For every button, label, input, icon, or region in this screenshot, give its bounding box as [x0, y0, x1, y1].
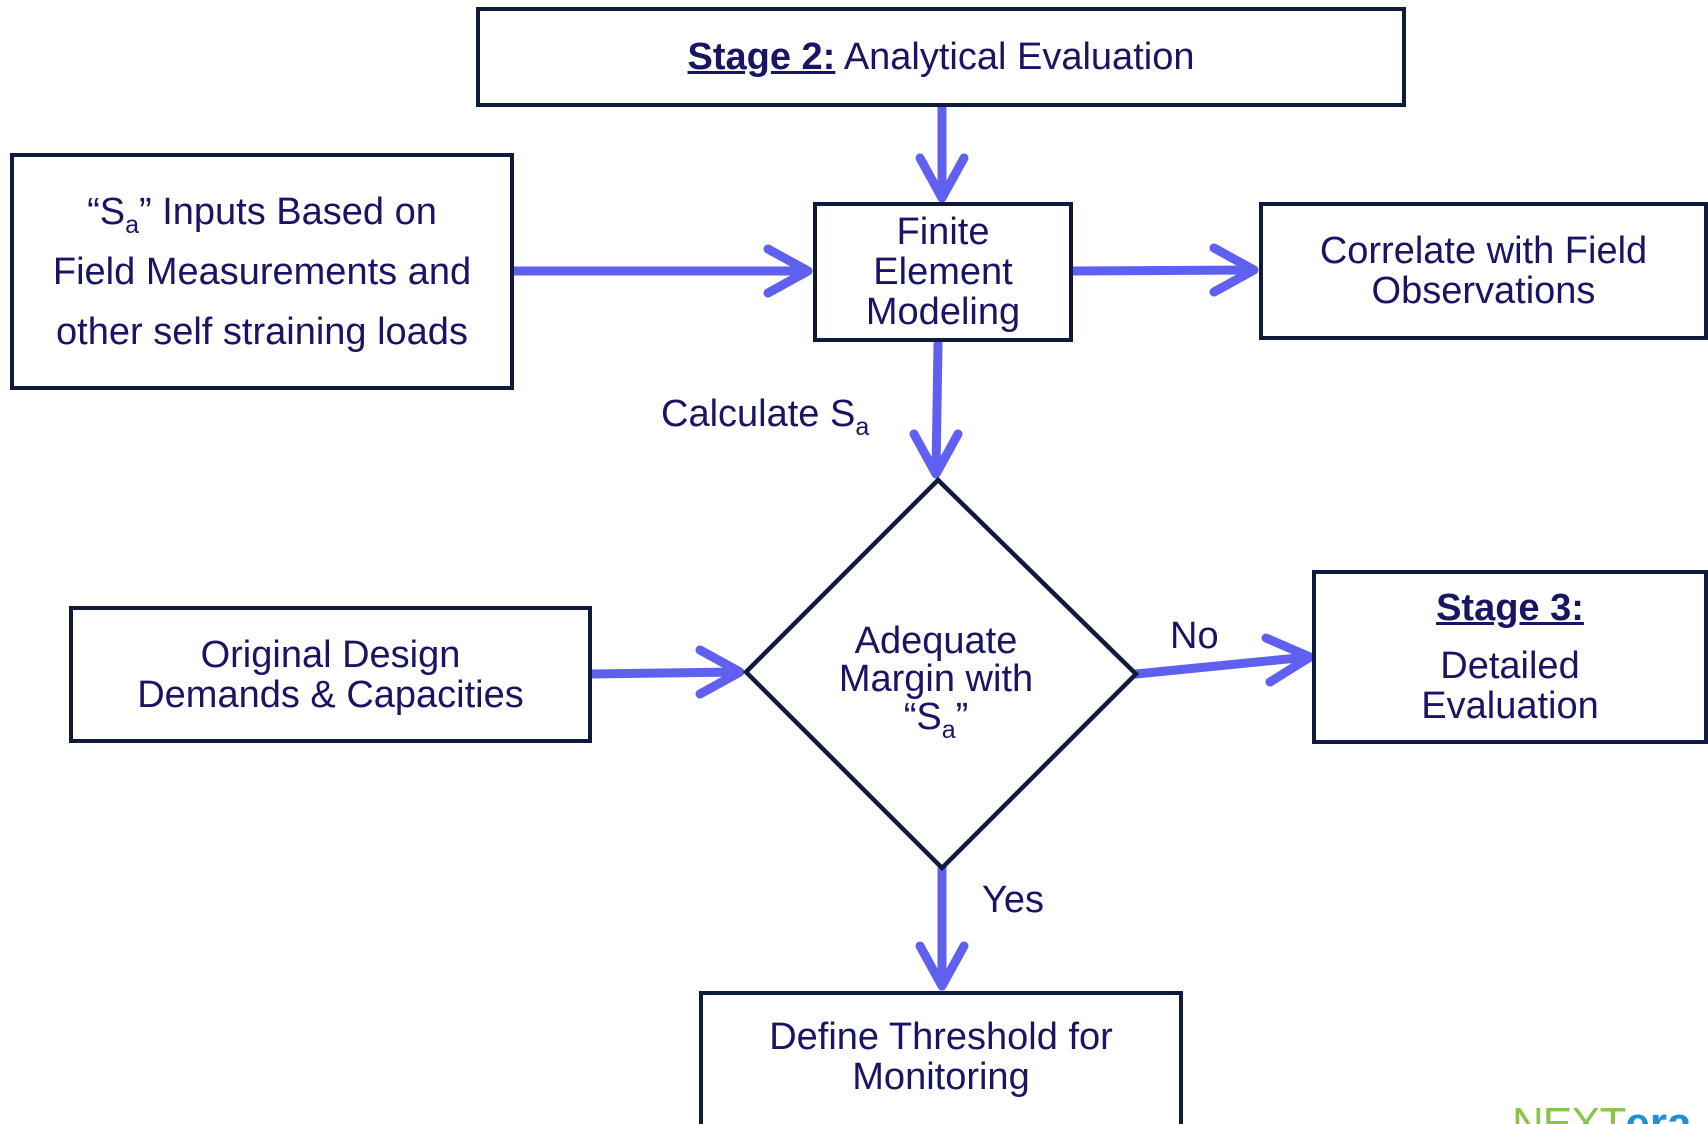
arrowhead-decision-to-stage3 — [1261, 633, 1315, 687]
fem-line2: Element — [873, 251, 1013, 293]
inputs-rest: ” Inputs Based on — [139, 190, 437, 233]
logo-part2: era — [1625, 1099, 1692, 1124]
original-box: Original Design Demands & Capacities — [69, 606, 592, 743]
stage3-label: Stage 3: — [1436, 587, 1584, 629]
decision-text: Adequate Margin with “Sa” — [786, 620, 1086, 743]
decision-quote-open: “S — [903, 696, 942, 738]
decision-quote-close: ” — [955, 696, 969, 738]
arrow-original-to-decision — [587, 667, 743, 679]
yes-label: Yes — [982, 879, 1044, 921]
calculate-sub: a — [855, 413, 870, 441]
inputs-line3: other self straining loads — [56, 310, 468, 353]
original-line1: Original Design — [200, 633, 461, 676]
calculate-text: Calculate S — [661, 393, 856, 435]
arrowhead-decision-to-threshold — [915, 941, 969, 991]
decision-line1: Adequate — [854, 620, 1018, 662]
arrowhead-inputs-to-fem — [763, 244, 813, 298]
arrow-fem-to-correlate — [1067, 265, 1257, 276]
inputs-sub: a — [125, 210, 140, 239]
threshold-line1: Define Threshold for — [769, 1016, 1113, 1058]
inputs-line2: Field Measurements and — [52, 250, 472, 293]
inputs-quote-open: “S — [87, 190, 126, 233]
stage2-heading: Stage 2: Analytical Evaluation — [688, 37, 1195, 77]
stage2-label: Stage 2: — [687, 36, 836, 78]
arrow-fem-to-decision — [931, 339, 943, 477]
arrowhead-stage2-to-fem — [915, 153, 969, 203]
arrow-decision-to-stage3 — [1131, 652, 1313, 679]
stage2-title: Analytical Evaluation — [843, 36, 1195, 78]
arrowhead-fem-to-decision — [909, 429, 963, 479]
correlate-line1: Correlate with Field — [1319, 230, 1648, 272]
arrowhead-original-to-decision — [695, 645, 745, 699]
fem-line3: Modeling — [865, 291, 1021, 333]
inputs-line1: “Sa” Inputs Based on — [87, 182, 437, 242]
inputs-box: “Sa” Inputs Based on Field Measurements … — [10, 153, 514, 390]
stage3-box: Stage 3: Detailed Evaluation — [1312, 570, 1708, 744]
stage3-line2: Evaluation — [1421, 685, 1599, 727]
decision-line3: “Sa” — [903, 696, 969, 743]
no-label: No — [1170, 615, 1219, 657]
threshold-line2: Monitoring — [852, 1056, 1030, 1098]
decision-diamond — [742, 476, 1140, 872]
correlate-line2: Observations — [1371, 270, 1596, 312]
fem-box: Finite Element Modeling — [813, 202, 1073, 342]
decision-line2: Margin with — [838, 658, 1034, 700]
calculate-label: Calculate Sa — [661, 393, 869, 440]
original-line2: Demands & Capacities — [137, 673, 524, 716]
decision-sub: a — [941, 716, 956, 744]
stage2-box: Stage 2: Analytical Evaluation — [476, 7, 1406, 107]
nextera-logo: NEXTera — [1512, 1094, 1708, 1124]
arrowhead-fem-to-correlate — [1209, 243, 1259, 297]
logo-part1: NEXT — [1512, 1099, 1626, 1124]
threshold-box: Define Threshold for Monitoring — [699, 991, 1183, 1124]
correlate-box: Correlate with Field Observations — [1259, 202, 1708, 340]
fem-line1: Finite — [896, 211, 990, 253]
stage3-line1: Detailed — [1440, 645, 1580, 687]
